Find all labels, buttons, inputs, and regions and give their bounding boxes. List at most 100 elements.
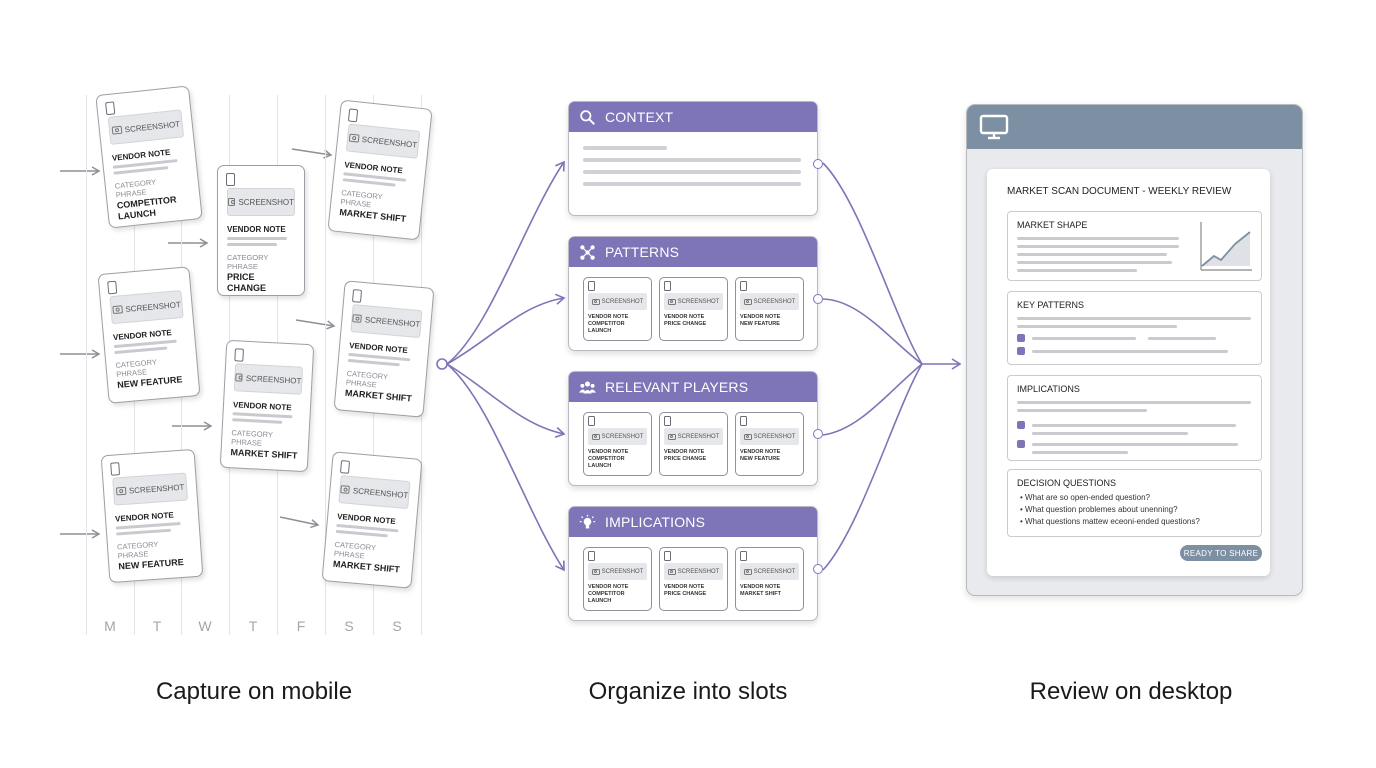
section-decision-questions[interactable]: DECISION QUESTIONS • What are so open-en… [1007,469,1262,537]
phone-icon [664,551,671,561]
connector-to-patterns [446,293,566,365]
screenshot-placeholder: SCREENSHOT [233,363,304,395]
slot-header: IMPLICATIONS [569,507,817,537]
monitor-icon [979,114,1009,140]
phone-icon [110,462,121,476]
section-key-patterns[interactable]: KEY PATTERNS [1007,291,1262,365]
connector-from-players [822,363,923,436]
screenshot-placeholder: SCREENSHOT [227,188,295,216]
section-market-shape[interactable]: MARKET SHAPE [1007,211,1262,281]
mobile-note-card[interactable]: SCREENSHOT VENDOR NOTE CATEGORY PHRASE N… [100,448,204,584]
trend-chart-icon [1200,222,1252,271]
screenshot-label: SCREENSHOT [601,298,644,305]
slot-title: RELEVANT PLAYERS [605,379,749,395]
camera-icon [115,486,127,496]
camera-icon [228,198,236,206]
camera-icon [340,485,351,494]
mobile-note-card[interactable]: SCREENSHOT VENDOR NOTE CATEGORY PHRASE M… [333,280,435,418]
mobile-note-card[interactable]: SCREENSHOT VENDOR NOTE CATEGORY PHRASE C… [95,85,203,229]
mobile-note-card[interactable]: SCREENSHOT VENDOR NOTE CATEGORY PHRASE M… [321,451,423,589]
phone-icon [339,460,351,474]
connector-to-context [446,160,565,365]
day-label: M [104,618,116,634]
lightbulb-icon [579,514,596,528]
mini-line-1: VENDOR NOTE [740,314,781,320]
vendor-note-label: VENDOR NOTE [227,225,286,234]
screenshot-label: SCREENSHOT [352,485,409,500]
slot-header: CONTEXT [569,102,817,132]
desktop-window: MARKET SCAN DOCUMENT - WEEKLY REVIEW MAR… [966,104,1303,596]
mini-line-2: MARKET SHIFT [740,591,781,597]
decision-question: • What question problemes about unenning… [1020,505,1178,514]
document-title: MARKET SCAN DOCUMENT - WEEKLY REVIEW [1007,186,1232,197]
mini-line-2: PRICE CHANGE [664,591,707,597]
slot-port [813,429,823,439]
phone-icon [107,280,118,295]
phone-icon [347,108,359,123]
ready-to-share-button[interactable]: READY TO SHARE [1180,545,1262,561]
camera-icon [743,298,752,305]
screenshot-placeholder: SCREENSHOT [338,475,411,510]
connector-from-context [822,162,923,365]
arrow-inbound [295,319,336,330]
slot-context[interactable]: CONTEXT [568,101,823,216]
screenshot-label: SCREENSHOT [677,298,720,305]
screenshot-placeholder: SCREENSHOT [107,109,185,145]
mobile-note-card[interactable]: SCREENSHOT VENDOR NOTE CATEGORY PHRASE M… [327,99,433,241]
arrow-inbound [279,516,320,529]
connector-to-implications [446,363,565,572]
mobile-note-card[interactable]: SCREENSHOT VENDOR NOTE CATEGORY PHRASE M… [219,339,315,473]
phone-icon [226,173,235,186]
slot-title: CONTEXT [605,109,674,125]
decision-question-text: What are so open-ended question? [1025,493,1151,502]
caption-organize: Organize into slots [588,678,788,705]
phone-icon [740,281,747,291]
camera-icon [591,433,600,440]
screenshot-label: SCREENSHOT [124,119,181,134]
camera-icon [667,298,676,305]
screenshot-placeholder: SCREENSHOT [112,472,189,506]
bullet-marker [1017,334,1025,342]
camera-icon [348,133,360,143]
screenshot-placeholder: SCREENSHOT [350,304,423,339]
mini-line-1: VENDOR NOTE [588,449,629,455]
camera-icon [743,433,752,440]
camera-icon [667,568,676,575]
market-scan-document[interactable]: MARKET SCAN DOCUMENT - WEEKLY REVIEW MAR… [987,169,1270,576]
screenshot-placeholder: SCREENSHOT [109,290,184,325]
connector-from-implications [822,363,923,571]
card-keyword: MARKET SHIFT [230,447,298,461]
context-text-lines [569,132,817,186]
phone-icon [740,416,747,426]
screenshot-label: SCREENSHOT [677,568,720,575]
day-label: F [296,618,306,634]
decision-question: • What questions mattew eceoni-ended que… [1020,517,1200,526]
phone-icon [588,416,595,426]
decision-question-text: What question problemes about unenning? [1025,505,1178,514]
mini-line-1: VENDOR NOTE [664,449,705,455]
bullet-marker [1017,421,1025,429]
mobile-note-card[interactable]: SCREENSHOT VENDOR NOTE CATEGORY PHRASE N… [97,266,201,404]
day-label: W [198,618,212,634]
screenshot-label: SCREENSHOT [364,314,421,329]
section-implications[interactable]: IMPLICATIONS [1007,375,1262,461]
mini-line-2: NEW FEATURE [740,456,780,462]
bullet-marker [1017,347,1025,355]
decision-question-text: What questions mattew eceoni-ended quest… [1025,517,1200,526]
mini-line-1: VENDOR NOTE [740,584,781,590]
category-phrase-label: CATEGORY PHRASE [227,253,269,271]
category-phrase-label: CATEGORY PHRASE [230,428,273,448]
mobile-note-card[interactable]: SCREENSHOT VENDOR NOTE CATEGORY PHRASE P… [217,165,305,296]
